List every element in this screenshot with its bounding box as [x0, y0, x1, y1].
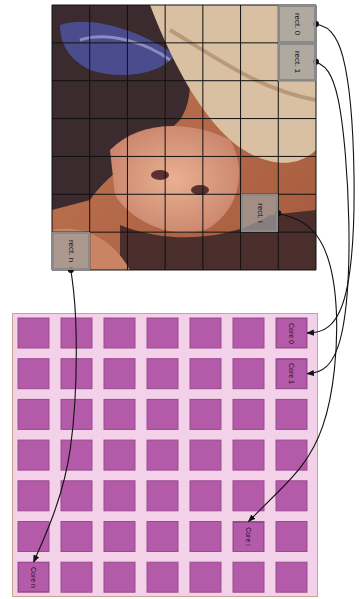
core-square: [233, 359, 264, 389]
core-box: Core 1: [276, 359, 307, 389]
grid-line: [52, 156, 316, 157]
grid-line: [52, 118, 316, 119]
core-square: [190, 399, 221, 429]
photo-eye: [191, 185, 209, 195]
chip-panel: [13, 314, 318, 597]
core-square: [104, 481, 135, 511]
core-square: [233, 562, 264, 592]
core-square: [276, 399, 307, 429]
core-square: [233, 522, 264, 552]
photo-shoulder: [52, 229, 130, 270]
core-square: [61, 481, 92, 511]
core-square: [147, 440, 178, 470]
core-square: [190, 522, 221, 552]
core-label: Core i: [245, 527, 252, 546]
photo-ground: [52, 5, 316, 270]
core-square: [104, 359, 135, 389]
core-square: [276, 359, 307, 389]
grid-line: [165, 5, 166, 270]
grid-line: [52, 5, 316, 6]
core-square: [61, 440, 92, 470]
core-square: [190, 440, 221, 470]
rect-label: rect. 0: [293, 13, 301, 35]
photo-feather-line: [80, 37, 170, 60]
core-label: Core 1: [288, 363, 295, 384]
photo-face: [110, 126, 239, 233]
core-square: [18, 359, 49, 389]
rect-label: rect. i: [255, 203, 263, 223]
core-square: [233, 481, 264, 511]
image-rect: rect. n: [52, 232, 90, 270]
core-square: [18, 481, 49, 511]
core-box: Core 0: [276, 318, 307, 348]
core-square: [276, 481, 307, 511]
core-square: [147, 359, 178, 389]
core-square: [61, 562, 92, 592]
photo-feather: [60, 22, 175, 75]
core-square: [276, 318, 307, 348]
core-box: Core n: [18, 562, 49, 592]
image-rect: rect. i: [241, 194, 279, 232]
core-square: [233, 399, 264, 429]
core-square: [18, 399, 49, 429]
core-grid: [18, 318, 307, 592]
core-label: Core n: [30, 567, 37, 588]
core-square: [104, 522, 135, 552]
photo: [52, 5, 316, 270]
core-square: [104, 318, 135, 348]
core-square: [61, 399, 92, 429]
core-square: [147, 562, 178, 592]
core-square: [147, 318, 178, 348]
mapping-arrow: [249, 213, 337, 521]
grid-line: [52, 80, 316, 81]
photo-shadow: [120, 210, 316, 270]
core-square: [18, 318, 49, 348]
grid-line: [127, 5, 128, 270]
core-label: Core 0: [288, 322, 295, 343]
core-square: [61, 522, 92, 552]
image-rect: rect. 0: [278, 5, 316, 43]
rect-label: rect. 1: [293, 51, 301, 73]
photo-eye: [151, 170, 169, 180]
core-square: [147, 399, 178, 429]
rect-label: rect. n: [67, 240, 75, 262]
core-square: [233, 318, 264, 348]
core-square: [190, 318, 221, 348]
grid-line: [52, 270, 316, 271]
core-square: [276, 522, 307, 552]
core-square: [18, 440, 49, 470]
mapping-arrow: [307, 62, 349, 374]
grid-line: [89, 5, 90, 270]
core-box: Core i: [233, 522, 264, 552]
mapping-arrow: [34, 270, 77, 562]
core-square: [190, 481, 221, 511]
core-square: [104, 562, 135, 592]
grid-line: [52, 42, 316, 43]
core-square: [147, 522, 178, 552]
core-square: [233, 440, 264, 470]
image-rect: rect. 1: [278, 43, 316, 81]
core-square: [190, 359, 221, 389]
grid-line: [52, 5, 53, 270]
core-square: [18, 562, 49, 592]
core-square: [104, 399, 135, 429]
core-square: [104, 440, 135, 470]
core-square: [276, 562, 307, 592]
grid-line: [202, 5, 203, 270]
photo-grid: [52, 5, 316, 270]
core-square: [147, 481, 178, 511]
core-square: [190, 562, 221, 592]
